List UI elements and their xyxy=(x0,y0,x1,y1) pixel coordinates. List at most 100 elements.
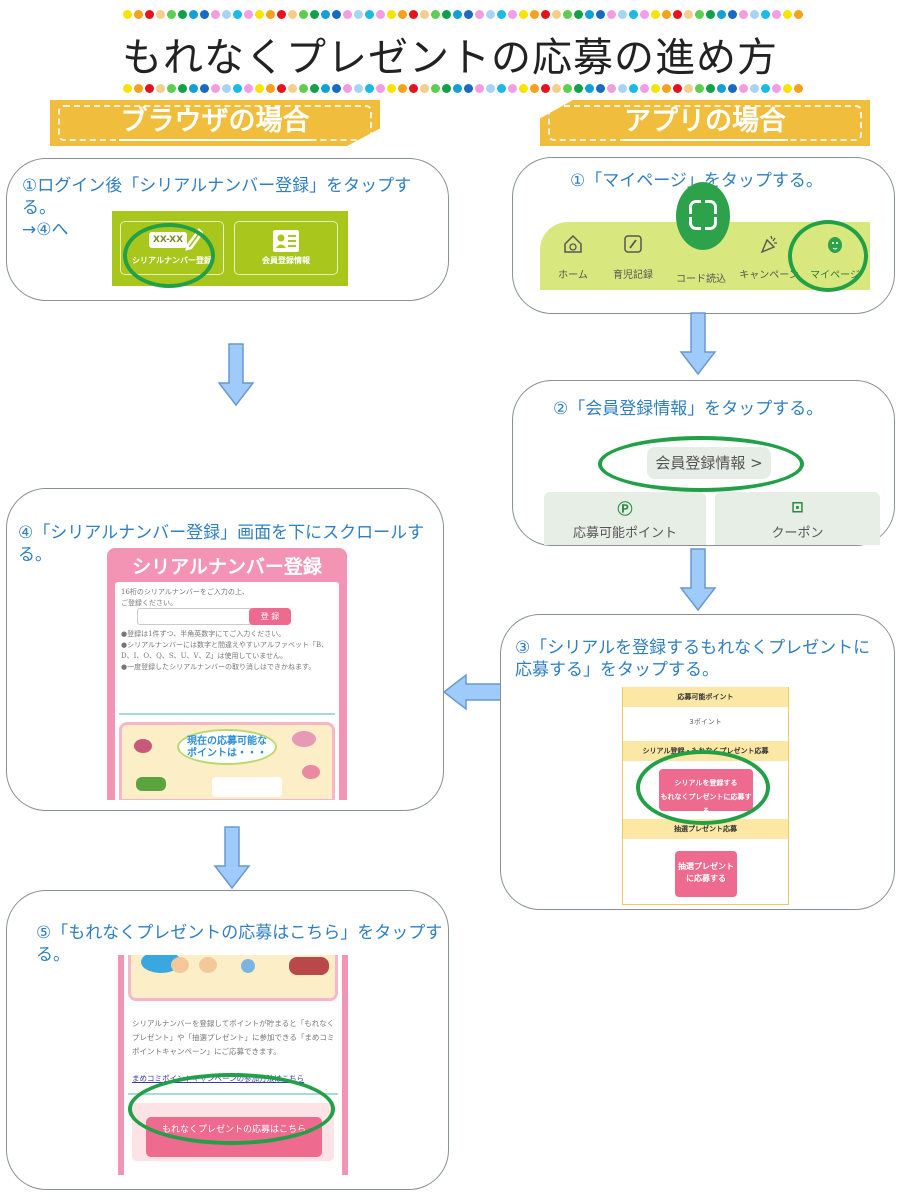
decorative-dot xyxy=(442,84,451,93)
tab-mypage[interactable]: マイページ xyxy=(802,222,868,290)
serial-register-apply-button[interactable]: シリアルを登録する もれなくプレゼントに応募する xyxy=(659,769,753,815)
serial-header: シリアル登録・もれなくプレゼント応募 xyxy=(623,741,788,761)
tab-code-scan-label: コード読込 xyxy=(676,274,726,285)
serial-register-screen: シリアルナンバー登録 16桁のシリアルナンバーをご入力の上、 ご登録ください。 … xyxy=(107,548,347,800)
decorative-dot xyxy=(772,10,781,19)
points-header: 応募可能ポイント xyxy=(623,687,788,707)
serial-number-register-button[interactable]: XX-XX シリアルナンバー登録 xyxy=(120,221,224,275)
lottery-header: 抽選プレゼント応募 xyxy=(623,819,788,839)
member-info-link-button[interactable]: 会員登録情報 > xyxy=(647,447,771,479)
decorative-dot xyxy=(750,10,759,19)
decorative-dot xyxy=(376,84,385,93)
pencil-icon xyxy=(185,228,203,251)
decorative-dot xyxy=(376,10,385,19)
points-icon: Ⓟ xyxy=(617,500,633,518)
app-step1-title: ①「マイページ」をタップする。 xyxy=(570,171,823,191)
browser-menu-panel: XX-XX シリアルナンバー登録 会員登録情報 xyxy=(112,211,348,286)
section-tag-app: アプリの場合 xyxy=(540,100,870,146)
decorative-dot xyxy=(156,10,165,19)
apply-present-button[interactable]: もれなくプレゼントの応募はこちら xyxy=(146,1117,322,1157)
decorative-dot xyxy=(244,10,253,19)
decorative-dot xyxy=(145,84,154,93)
tab-home[interactable]: ホーム xyxy=(540,222,606,290)
decorative-dot xyxy=(277,84,286,93)
tab-code-scan[interactable]: コード読込 xyxy=(668,222,734,290)
decorative-dot xyxy=(563,10,572,19)
tab-childcare-record-label: 育児記録 xyxy=(613,270,653,281)
tab-campaign[interactable]: キャンペーン xyxy=(736,222,802,290)
decorative-dot xyxy=(156,84,165,93)
app-step2-title: ②「会員登録情報」をタップする。 xyxy=(553,399,824,419)
step5-title: ⑤「もれなくプレゼントの応募はこちら」をタップする。 xyxy=(36,923,443,965)
decorative-dot xyxy=(189,10,198,19)
decorative-dot xyxy=(640,10,649,19)
decorative-dot xyxy=(728,10,737,19)
decorative-dot xyxy=(255,10,264,19)
decorative-dot xyxy=(332,84,341,93)
decorative-dot xyxy=(354,84,363,93)
decorative-dot xyxy=(574,10,583,19)
decorative-dot xyxy=(398,84,407,93)
arrow-left-icon xyxy=(442,673,508,711)
decorative-dot xyxy=(728,84,737,93)
decorative-dot xyxy=(431,84,440,93)
decorative-dot xyxy=(783,84,792,93)
serial-notes-text: ●登録は1件ずつ、半角英数字にてご入力ください。 ●シリアルナンバーには数字と間… xyxy=(121,630,329,671)
decorative-dot xyxy=(475,84,484,93)
decorative-dot xyxy=(739,10,748,19)
serial-register-submit-button[interactable]: 登 録 xyxy=(249,608,291,625)
decorative-dot-row-bottom xyxy=(123,84,803,94)
bug-icon xyxy=(136,777,166,791)
party-popper-icon xyxy=(760,235,777,254)
serial-code-icon: XX-XX xyxy=(149,232,187,248)
lottery-apply-button[interactable]: 抽選プレゼント に応募する xyxy=(675,851,737,897)
coupon-cell[interactable]: ⊡ クーポン xyxy=(715,492,880,545)
campaign-description: シリアルナンバーを登録してポイントが貯まると「もれなくプレゼント」や「抽選プレゼ… xyxy=(132,1019,335,1056)
decorative-dot xyxy=(453,84,462,93)
member-info-button[interactable]: 会員登録情報 xyxy=(234,221,338,275)
decorative-dot xyxy=(123,84,132,93)
section-tag-browser: ブラウザの場合 xyxy=(50,100,380,146)
arrow-down-icon xyxy=(217,343,255,407)
tab-home-label: ホーム xyxy=(558,270,588,281)
decorative-dot xyxy=(343,10,352,19)
decorative-dot xyxy=(178,84,187,93)
decorative-dot xyxy=(409,10,418,19)
decorative-dot xyxy=(310,10,319,19)
decorative-dot xyxy=(167,10,176,19)
bug-icon xyxy=(289,957,329,975)
decorative-dot xyxy=(145,10,154,19)
decorative-dot xyxy=(508,10,517,19)
serial-number-input[interactable] xyxy=(137,608,253,625)
decorative-dot xyxy=(299,10,308,19)
mypage-face-icon xyxy=(828,237,842,253)
decorative-dot xyxy=(365,84,374,93)
decorative-dot xyxy=(387,10,396,19)
tab-childcare-record[interactable]: 育児記録 xyxy=(600,222,666,290)
decorative-dot xyxy=(387,84,396,93)
arrow-down-icon xyxy=(679,548,717,612)
home-icon xyxy=(564,234,582,253)
decorative-dot xyxy=(651,10,660,19)
points-card xyxy=(212,777,282,797)
step4-title: ④「シリアルナンバー登録」画面を下にスクロールする。 xyxy=(18,523,425,565)
decorative-dot xyxy=(519,10,528,19)
flower-icon xyxy=(134,739,152,753)
decorative-dot xyxy=(431,10,440,19)
decorative-dot xyxy=(772,84,781,93)
scan-icon[interactable] xyxy=(676,182,730,250)
decorative-dot xyxy=(739,84,748,93)
decorative-dot xyxy=(673,84,682,93)
decorative-dot xyxy=(420,10,429,19)
decorative-dot xyxy=(684,10,693,19)
points-screen: 応募可能ポイント 3ポイント シリアル登録・もれなくプレゼント応募 シリアルを登… xyxy=(622,687,789,905)
decorative-dot xyxy=(211,84,220,93)
decorative-dot xyxy=(618,84,627,93)
decorative-dot xyxy=(761,10,770,19)
decorative-dot xyxy=(442,10,451,19)
decorative-dot xyxy=(684,84,693,93)
available-points-cell[interactable]: Ⓟ 応募可能ポイント xyxy=(544,492,706,545)
speech-bubble: 現在の応募可能な ポイントは・・・ xyxy=(177,729,277,765)
campaign-howto-link[interactable]: まめコミポイントキャンペーンの参加方法はこちら xyxy=(132,1074,305,1083)
arrow-down-icon xyxy=(679,312,717,376)
